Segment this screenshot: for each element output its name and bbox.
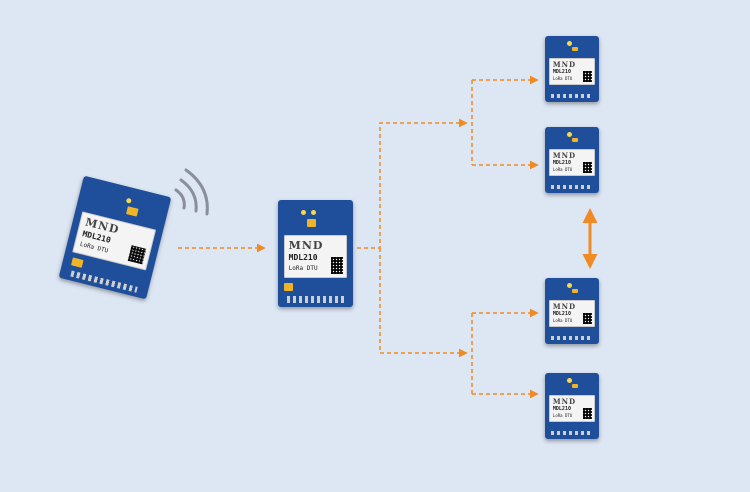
module-node-2: MND MDL210 LoRa DTU — [545, 127, 599, 193]
qr-code — [582, 162, 592, 173]
module-logo: MND — [288, 238, 324, 252]
module-node-1: MND MDL210 LoRa DTU — [545, 36, 599, 102]
module-shield: MND MDL210 LoRa DTU — [549, 148, 595, 176]
module-model: MDL210 — [288, 253, 318, 263]
module-subtitle: LoRa DTU — [552, 318, 573, 324]
module-relay: MND MDL210 LoRa DTU — [278, 200, 353, 307]
module-node-4: MND MDL210 LoRa DTU — [545, 373, 599, 439]
module-model: MDL210 — [552, 160, 571, 167]
module-logo: MND — [552, 397, 577, 407]
module-logo: MND — [552, 302, 577, 312]
module-model: MDL210 — [552, 69, 571, 76]
module-shield: MND MDL210 LoRa DTU — [549, 394, 595, 422]
module-model: MDL210 — [552, 311, 571, 318]
module-shield: MND MDL210 LoRa DTU — [549, 57, 595, 85]
qr-code — [582, 313, 592, 324]
module-logo: MND — [552, 60, 577, 70]
module-shield: MND MDL210 LoRa DTU — [284, 235, 347, 278]
qr-code — [128, 244, 147, 265]
link-relay-fanout — [357, 75, 539, 399]
module-node-3: MND MDL210 LoRa DTU — [545, 278, 599, 344]
qr-code — [330, 256, 343, 274]
qr-code — [582, 71, 592, 82]
module-subtitle: LoRa DTU — [552, 413, 573, 419]
module-subtitle: LoRa DTU — [288, 264, 318, 272]
module-logo: MND — [552, 151, 577, 161]
module-shield: MND MDL210 LoRa DTU — [549, 299, 595, 327]
module-subtitle: LoRa DTU — [552, 76, 573, 82]
qr-code — [582, 408, 592, 419]
module-subtitle: LoRa DTU — [552, 167, 573, 173]
module-model: MDL210 — [552, 406, 571, 413]
wireless-signal-icon — [174, 168, 209, 216]
